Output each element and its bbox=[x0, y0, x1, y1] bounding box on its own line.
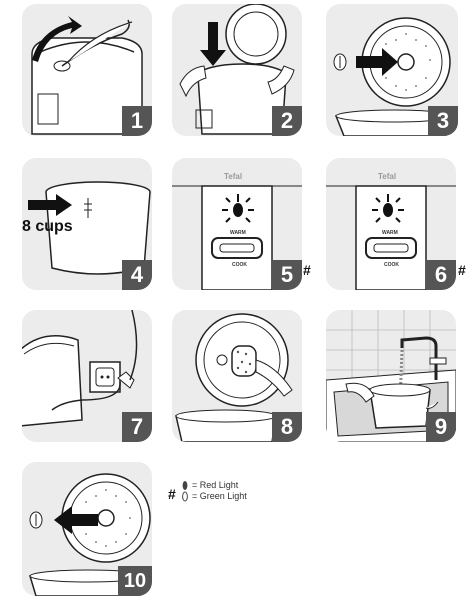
arrow-icon bbox=[32, 16, 82, 62]
step-panel-2: 2 bbox=[172, 4, 302, 136]
steam-valve-icon bbox=[333, 17, 454, 136]
faucet-icon bbox=[326, 310, 456, 442]
step-number: 8 bbox=[272, 412, 302, 442]
step-number: 1 bbox=[122, 106, 152, 136]
step-panel-10: 10 bbox=[22, 462, 152, 596]
control-panel-icon bbox=[326, 185, 456, 290]
step-number: 6 bbox=[426, 260, 456, 290]
legend-mark: # bbox=[168, 486, 176, 502]
step-number: 7 bbox=[122, 412, 152, 442]
brand-logo: Tefal bbox=[224, 172, 243, 181]
light-mark: # bbox=[458, 262, 466, 278]
legend-red-label: = Red Light bbox=[192, 480, 239, 490]
plug-icon bbox=[22, 310, 138, 427]
step-panel-1: 1 bbox=[22, 4, 152, 136]
inner-pot-icon bbox=[179, 4, 295, 135]
light-legend: # = Red Light = Green Light bbox=[168, 480, 247, 502]
step-panel-5: Tefal WARM COOK 5 bbox=[172, 158, 302, 290]
legend-red: = Red Light bbox=[172, 480, 247, 491]
arrow-icon bbox=[356, 48, 398, 76]
sponge-icon bbox=[175, 313, 293, 442]
capacity-note: 8 cups bbox=[22, 218, 73, 235]
step-panel-4: 4 bbox=[22, 158, 152, 290]
arrow-icon bbox=[28, 194, 72, 216]
green-light-icon bbox=[182, 491, 188, 502]
brand-logo: Tefal bbox=[378, 172, 397, 181]
legend-green-label: = Green Light bbox=[192, 491, 247, 501]
step-panel-8: 8 bbox=[172, 310, 302, 442]
step-number: 2 bbox=[272, 106, 302, 136]
arrow-icon bbox=[200, 22, 226, 66]
step-panel-9: 9 bbox=[326, 310, 456, 442]
cook-label: COOK bbox=[384, 262, 399, 268]
light-icon bbox=[222, 194, 254, 223]
step-number: 3 bbox=[428, 106, 458, 136]
warm-label: WARM bbox=[382, 230, 398, 236]
light-icon bbox=[372, 194, 404, 223]
step-number: 10 bbox=[118, 566, 152, 596]
rice-cooker-icon bbox=[31, 16, 143, 135]
red-light-icon bbox=[182, 481, 188, 490]
step-panel-6: Tefal WARM COOK 6 bbox=[326, 158, 456, 290]
step-panel-7: 7 bbox=[22, 310, 152, 442]
inner-pot-icon bbox=[28, 181, 151, 275]
legend-green: = Green Light bbox=[172, 491, 247, 502]
step-number: 9 bbox=[426, 412, 456, 442]
cook-label: COOK bbox=[232, 262, 247, 268]
step-number: 4 bbox=[122, 260, 152, 290]
light-mark: # bbox=[303, 262, 311, 278]
step-panel-3: 3 bbox=[326, 4, 458, 136]
arrow-icon bbox=[54, 506, 98, 534]
warm-label: WARM bbox=[230, 230, 246, 236]
control-panel-icon bbox=[172, 185, 302, 290]
step-number: 5 bbox=[272, 260, 302, 290]
